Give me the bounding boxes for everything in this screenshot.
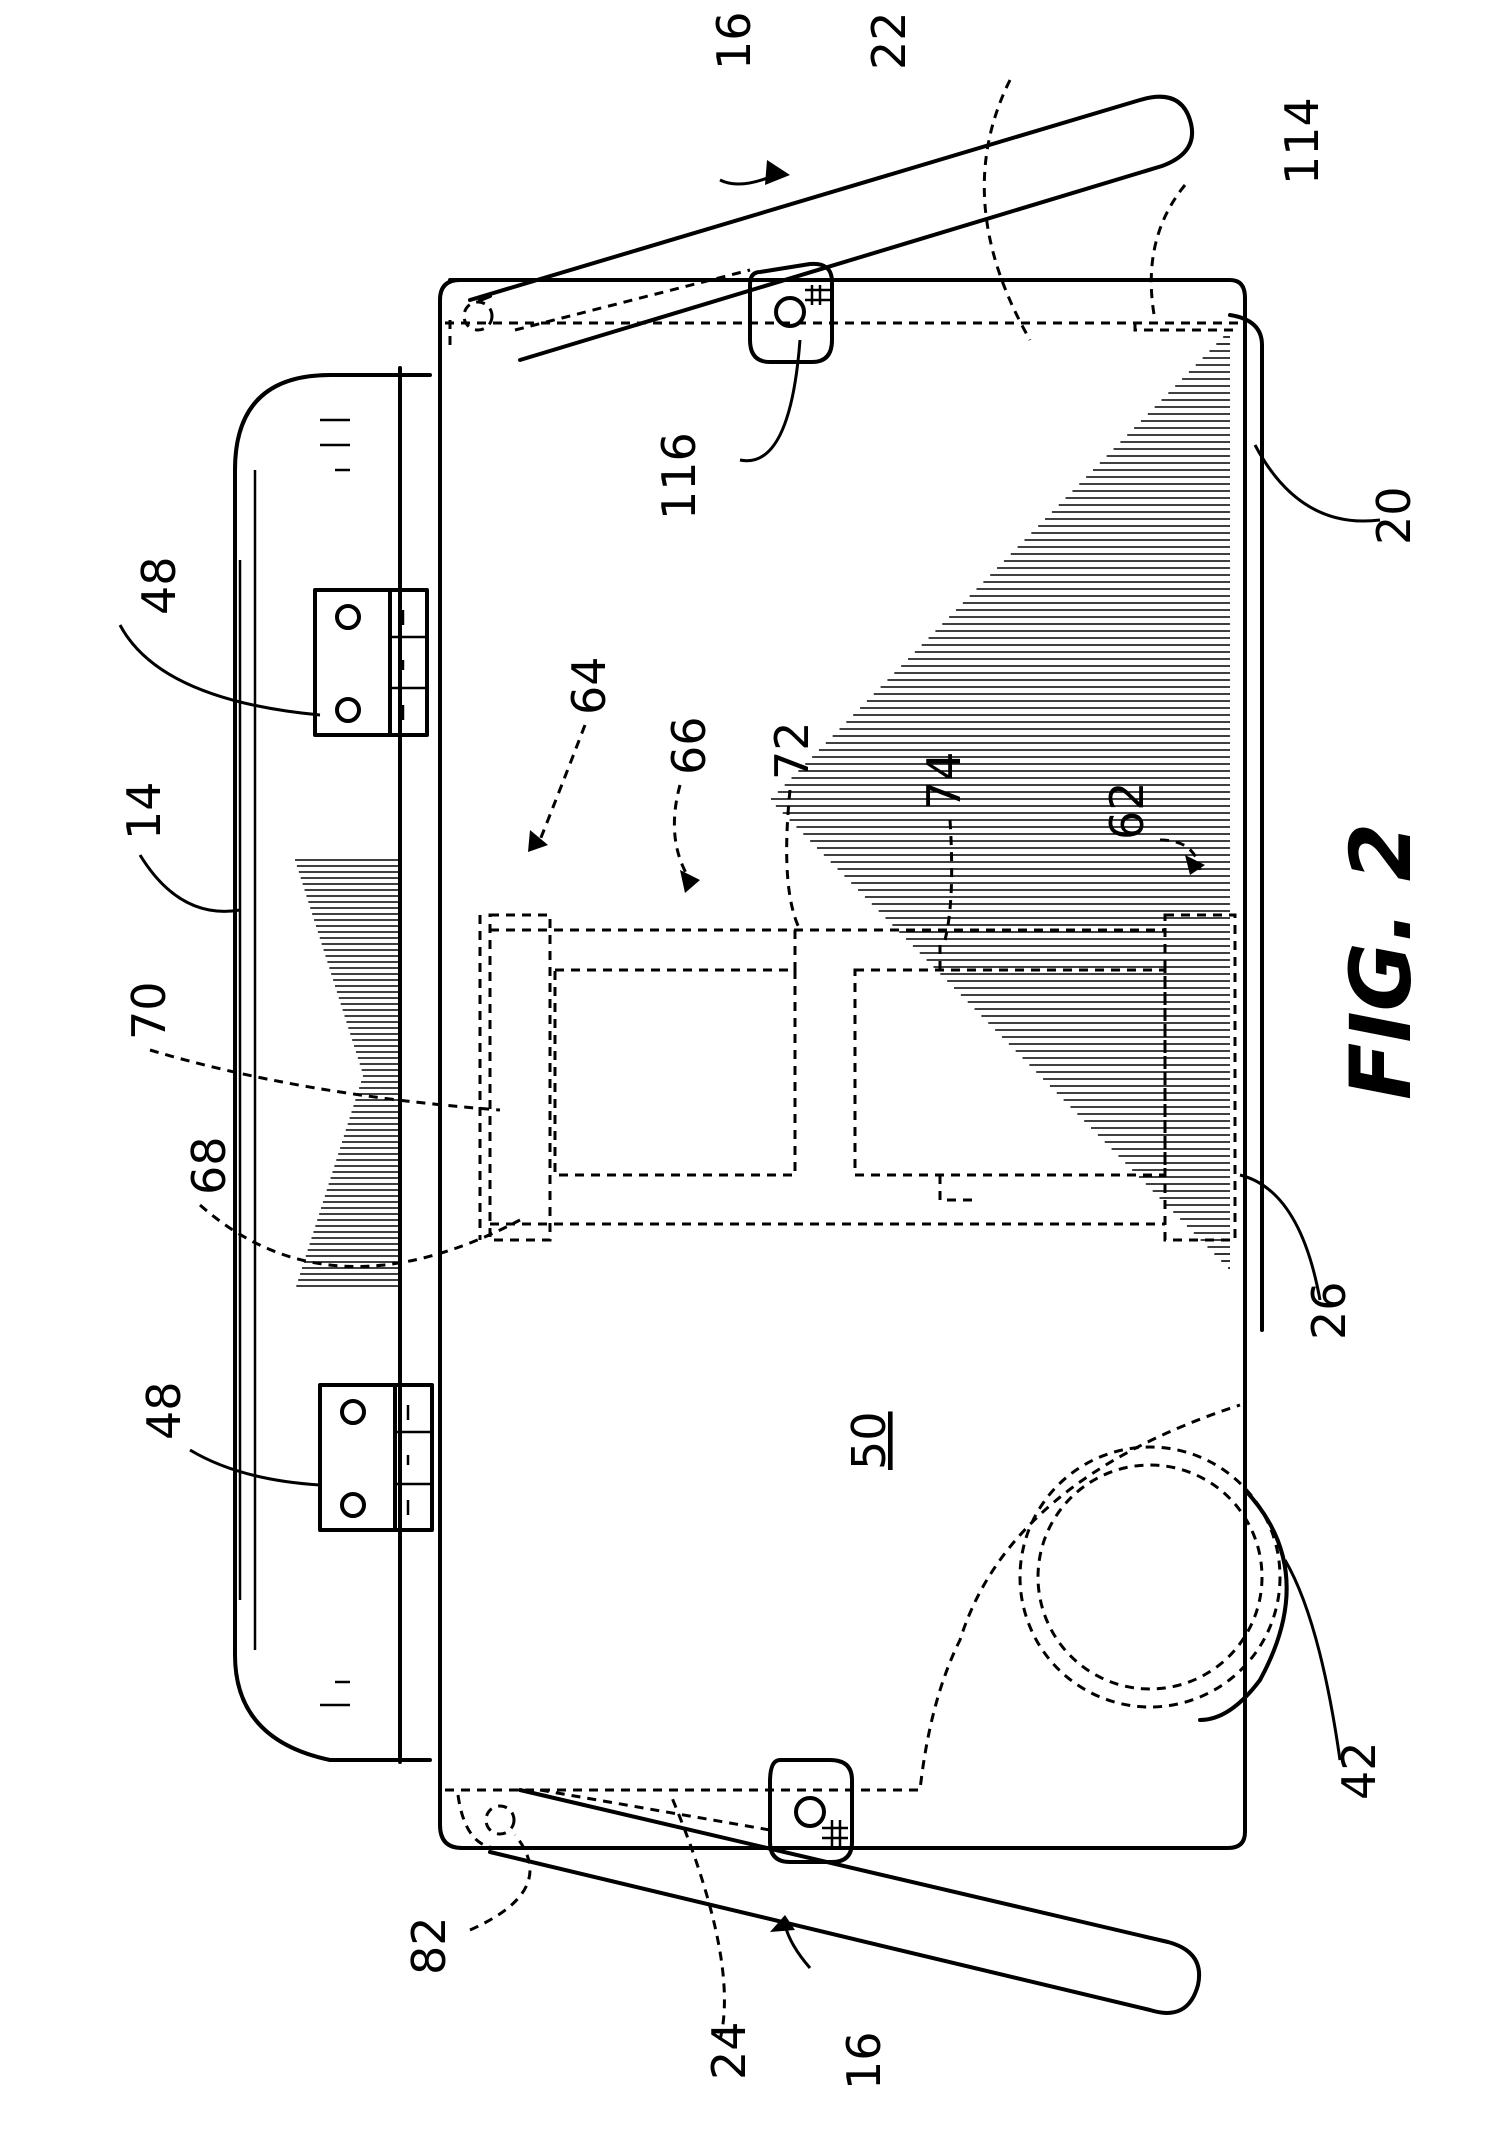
label-14: 14 [117,781,171,840]
label-26: 26 [1302,1281,1356,1340]
label-16-bottom: 16 [837,2031,891,2090]
label-48-bottom: 48 [137,1381,191,1440]
figure-title-group: FIG. 2 [1332,823,1430,1100]
label-72: 72 [765,721,819,780]
label-48-top: 48 [132,556,186,615]
label-62: 62 [1100,781,1154,840]
label-82: 82 [402,1916,456,1975]
label-74: 74 [917,751,971,810]
hinge-top [315,590,427,735]
lid-shading [295,860,400,1286]
label-50: 50 [842,1411,896,1470]
label-42: 42 [1332,1741,1386,1800]
figure-title: FIG. 2 [1332,823,1430,1100]
label-70: 70 [122,981,176,1040]
label-64: 64 [562,656,616,715]
lid-outline [235,368,430,1762]
label-114: 114 [1275,97,1329,185]
dashed-edge-22 [445,323,1245,330]
handle-bottom [490,1790,1199,2013]
arrowheads [528,160,1205,1932]
label-16-top: 16 [707,11,761,70]
label-68: 68 [182,1136,236,1195]
body-shading [771,330,1230,1268]
label-20: 20 [1367,486,1421,545]
body-outline [440,280,1262,1848]
label-22: 22 [862,11,916,70]
label-116: 116 [652,432,706,520]
label-24: 24 [702,2021,756,2080]
hinge-bottom [320,1385,432,1530]
label-66: 66 [662,716,716,775]
leader-lines [120,80,1380,2040]
frame-66 [480,915,1245,1240]
